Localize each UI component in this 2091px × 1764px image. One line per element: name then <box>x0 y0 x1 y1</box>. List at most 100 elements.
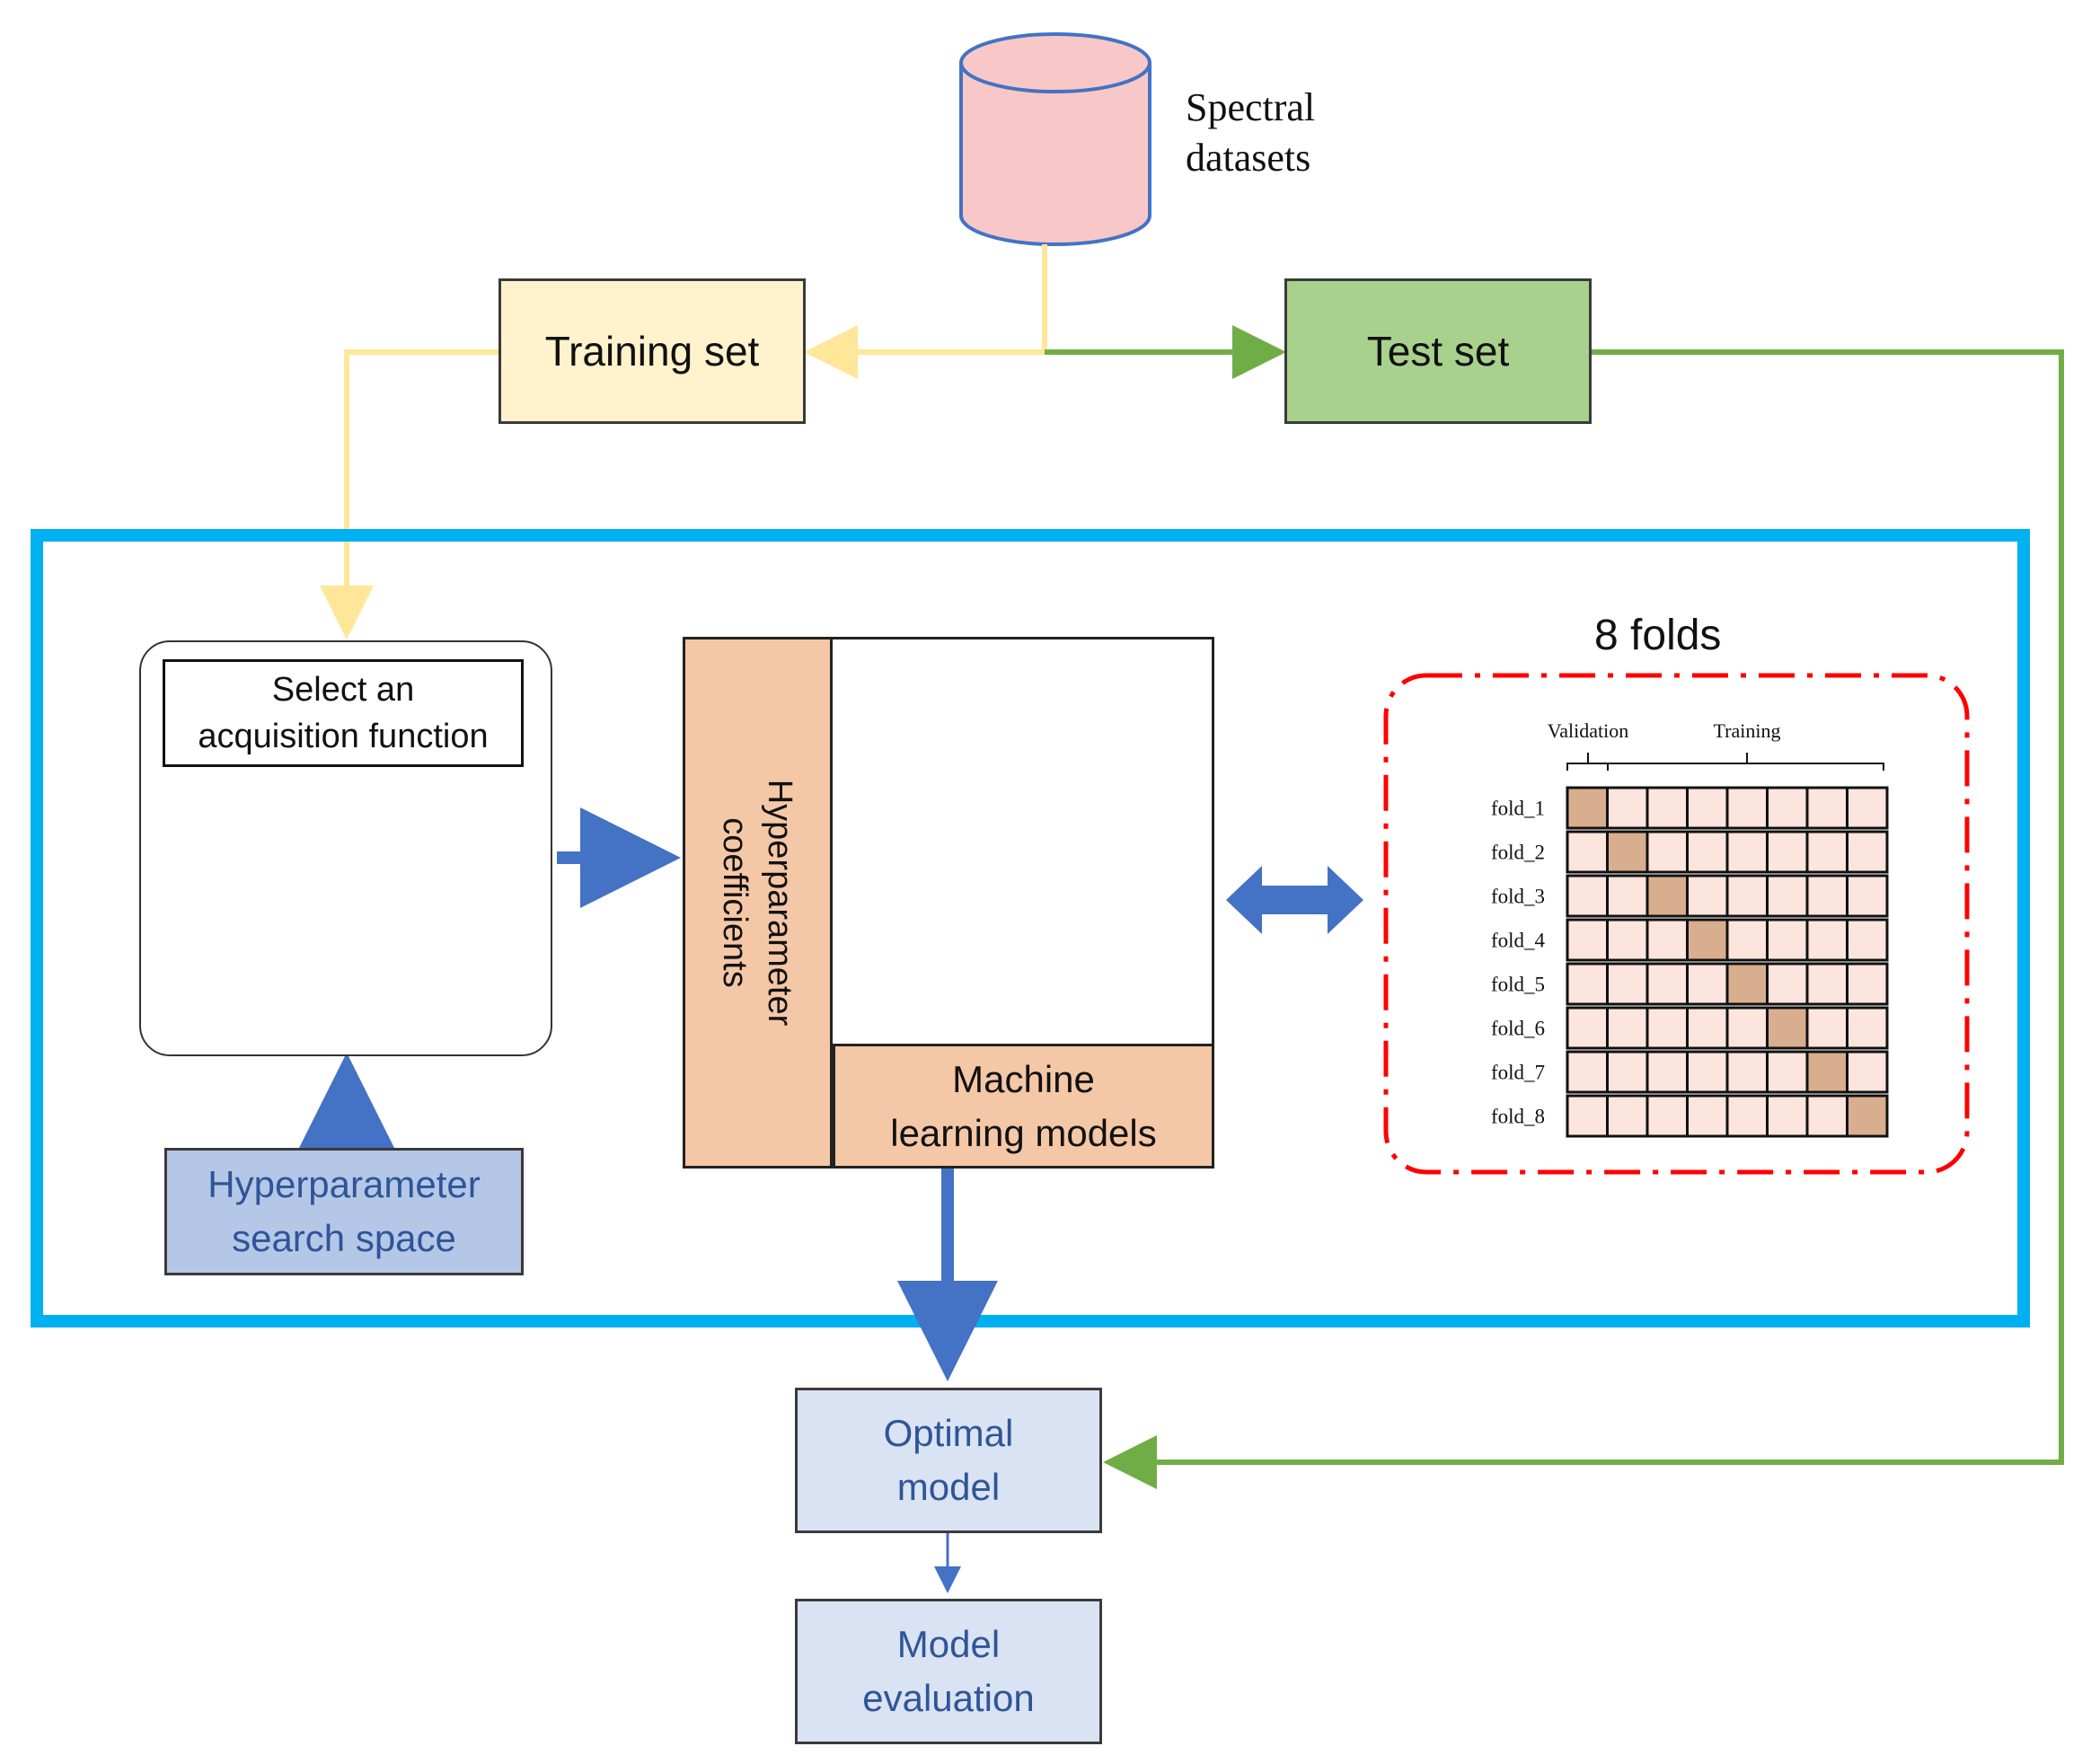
validation-cell <box>1766 1006 1809 1050</box>
training-cell <box>1846 1006 1889 1050</box>
training-cell <box>1686 786 1729 830</box>
training-cell <box>1645 962 1689 1006</box>
training-cell <box>1606 1006 1649 1050</box>
search-space-box: Hyperparameter search space <box>164 1148 524 1275</box>
training-cell <box>1766 830 1809 874</box>
acquisition-function-box: Select an acquisition function <box>163 659 524 767</box>
validation-bracket <box>1566 763 1609 771</box>
test-to-optimal-arrow <box>1103 349 2064 1489</box>
spectral-datasets-label: Spectral datasets <box>1186 85 1316 180</box>
training-cell <box>1725 1050 1769 1094</box>
training-cell <box>1846 786 1889 830</box>
training-cell <box>1645 830 1689 874</box>
training-bracket <box>1607 763 1884 771</box>
training-cell <box>1645 918 1689 962</box>
training-to-optimizer-arrow <box>320 349 498 639</box>
test-set-box: Test set <box>1284 278 1592 424</box>
fold-label-7: fold_7 <box>1491 1062 1545 1084</box>
training-cell <box>1846 874 1889 918</box>
training-cell <box>1686 830 1729 874</box>
test-set-label: Test set <box>1366 328 1510 375</box>
fold-label-6: fold_6 <box>1491 1018 1545 1040</box>
validation-cell <box>1846 1094 1889 1138</box>
hyperparameter-coefficients-label: Hyperparameter coefficients <box>716 779 798 1027</box>
training-label: Training <box>1714 719 1781 742</box>
validation-cell <box>1725 962 1769 1006</box>
validation-cell <box>1686 918 1729 962</box>
training-cell <box>1846 962 1889 1006</box>
training-cell <box>1805 962 1848 1006</box>
training-cell <box>1766 918 1809 962</box>
training-cell <box>1566 918 1609 962</box>
fold-label-5: fold_5 <box>1491 974 1545 996</box>
training-cell <box>1606 962 1649 1006</box>
training-cell <box>1606 874 1649 918</box>
training-cell <box>1566 874 1609 918</box>
training-cell <box>1566 1094 1609 1138</box>
model-evaluation-label: Model evaluation <box>862 1623 1035 1719</box>
cross-validation-double-arrow <box>1226 866 1363 934</box>
training-cell <box>1645 1050 1689 1094</box>
training-cell <box>1566 1050 1609 1094</box>
hyperparameter-column <box>683 637 833 1169</box>
training-cell <box>1686 1094 1729 1138</box>
training-cell <box>1725 874 1769 918</box>
validation-cell <box>1805 1050 1848 1094</box>
model-evaluation-box: Model evaluation <box>795 1599 1102 1744</box>
training-cell <box>1766 786 1809 830</box>
acquisition-function-label: Select an acquisition function <box>198 671 489 755</box>
optimal-model-label: Optimal model <box>883 1412 1014 1508</box>
training-cell <box>1606 1050 1649 1094</box>
training-cell <box>1645 1094 1689 1138</box>
hyperparameter-coefficients-label-wrap: Hyperparameter coefficients <box>699 669 816 1136</box>
training-cell <box>1805 874 1848 918</box>
training-cell <box>1725 786 1769 830</box>
validation-label: Validation <box>1548 719 1628 742</box>
training-cell <box>1686 962 1729 1006</box>
validation-cell <box>1566 786 1609 830</box>
training-cell <box>1645 1006 1689 1050</box>
folds-title: 8 folds <box>1594 612 1722 659</box>
training-cell <box>1606 786 1649 830</box>
training-cell <box>1766 1094 1809 1138</box>
cv-fold-grid: Validation Training fold_1 fold_2 fold_3fo… <box>1491 719 1889 1138</box>
fold-label-1: fold_1 <box>1491 798 1545 820</box>
training-cell <box>1566 962 1609 1006</box>
training-cell <box>1645 786 1689 830</box>
folds-frame <box>1383 673 1970 1175</box>
training-cell <box>1686 1006 1729 1050</box>
optimization-frame <box>31 529 2030 1327</box>
training-cell <box>1566 830 1609 874</box>
training-cell <box>1686 1050 1729 1094</box>
training-cell <box>1606 1094 1649 1138</box>
training-set-box: Training set <box>498 278 806 424</box>
training-cell <box>1805 1006 1848 1050</box>
training-cell <box>1566 1006 1609 1050</box>
search-space-label: Hyperparameter search space <box>207 1163 481 1259</box>
fold-label-3: fold_3 <box>1491 886 1545 908</box>
training-cell <box>1725 1094 1769 1138</box>
fold-label-4: fold_4 <box>1491 930 1546 952</box>
database-cylinder-icon <box>959 32 1151 246</box>
training-cell <box>1725 1006 1769 1050</box>
training-cell <box>1846 830 1889 874</box>
training-cell <box>1766 874 1809 918</box>
training-cell <box>1766 962 1809 1006</box>
training-cell <box>1725 918 1769 962</box>
ml-models-label: Machine learning models <box>890 1057 1157 1154</box>
training-cell <box>1846 918 1889 962</box>
ml-models-box: Machine learning models <box>833 1044 1214 1169</box>
training-cell <box>1805 786 1848 830</box>
training-cell <box>1805 918 1848 962</box>
validation-cell <box>1606 830 1649 874</box>
training-cell <box>1725 830 1769 874</box>
training-cell <box>1766 1050 1809 1094</box>
training-cell <box>1805 1094 1848 1138</box>
fold-label-2: fold_2 <box>1491 842 1545 864</box>
optimal-model-box: Optimal model <box>795 1388 1102 1533</box>
training-cell <box>1805 830 1848 874</box>
training-cell <box>1606 918 1649 962</box>
training-cell <box>1686 874 1729 918</box>
validation-cell <box>1645 874 1689 918</box>
